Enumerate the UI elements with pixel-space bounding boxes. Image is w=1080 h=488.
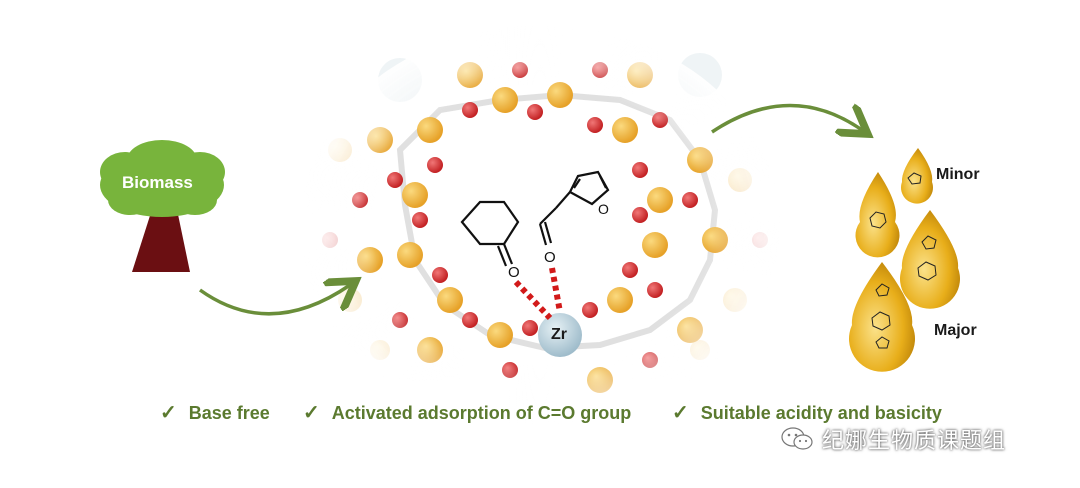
feature-text: Suitable acidity and basicity bbox=[701, 403, 942, 423]
feature-acidity-basicity: ✓ Suitable acidity and basicity bbox=[672, 400, 942, 425]
carbonyl-o-1: O bbox=[508, 264, 520, 281]
check-icon: ✓ bbox=[303, 402, 320, 424]
carbonyl-o-2: O bbox=[544, 249, 556, 266]
check-icon: ✓ bbox=[160, 402, 177, 424]
feature-text: Base free bbox=[189, 403, 270, 423]
biomass-label: Biomass bbox=[122, 173, 212, 193]
watermark: 纪娜生物质课题组 bbox=[780, 423, 1006, 455]
feature-activated-adsorption: ✓ Activated adsorption of C=O group bbox=[303, 400, 631, 425]
wechat-icon bbox=[780, 426, 814, 452]
furan-o: O bbox=[598, 201, 609, 217]
zr-label: Zr bbox=[551, 326, 567, 344]
feature-text: Activated adsorption of C=O group bbox=[332, 403, 632, 423]
watermark-text: 纪娜生物质课题组 bbox=[822, 423, 1006, 455]
feature-base-free: ✓ Base free bbox=[160, 400, 270, 425]
minor-product-label: Minor bbox=[936, 166, 980, 184]
major-product-label: Major bbox=[934, 322, 977, 340]
biomass-tree-icon bbox=[100, 140, 225, 272]
check-icon: ✓ bbox=[672, 402, 689, 424]
